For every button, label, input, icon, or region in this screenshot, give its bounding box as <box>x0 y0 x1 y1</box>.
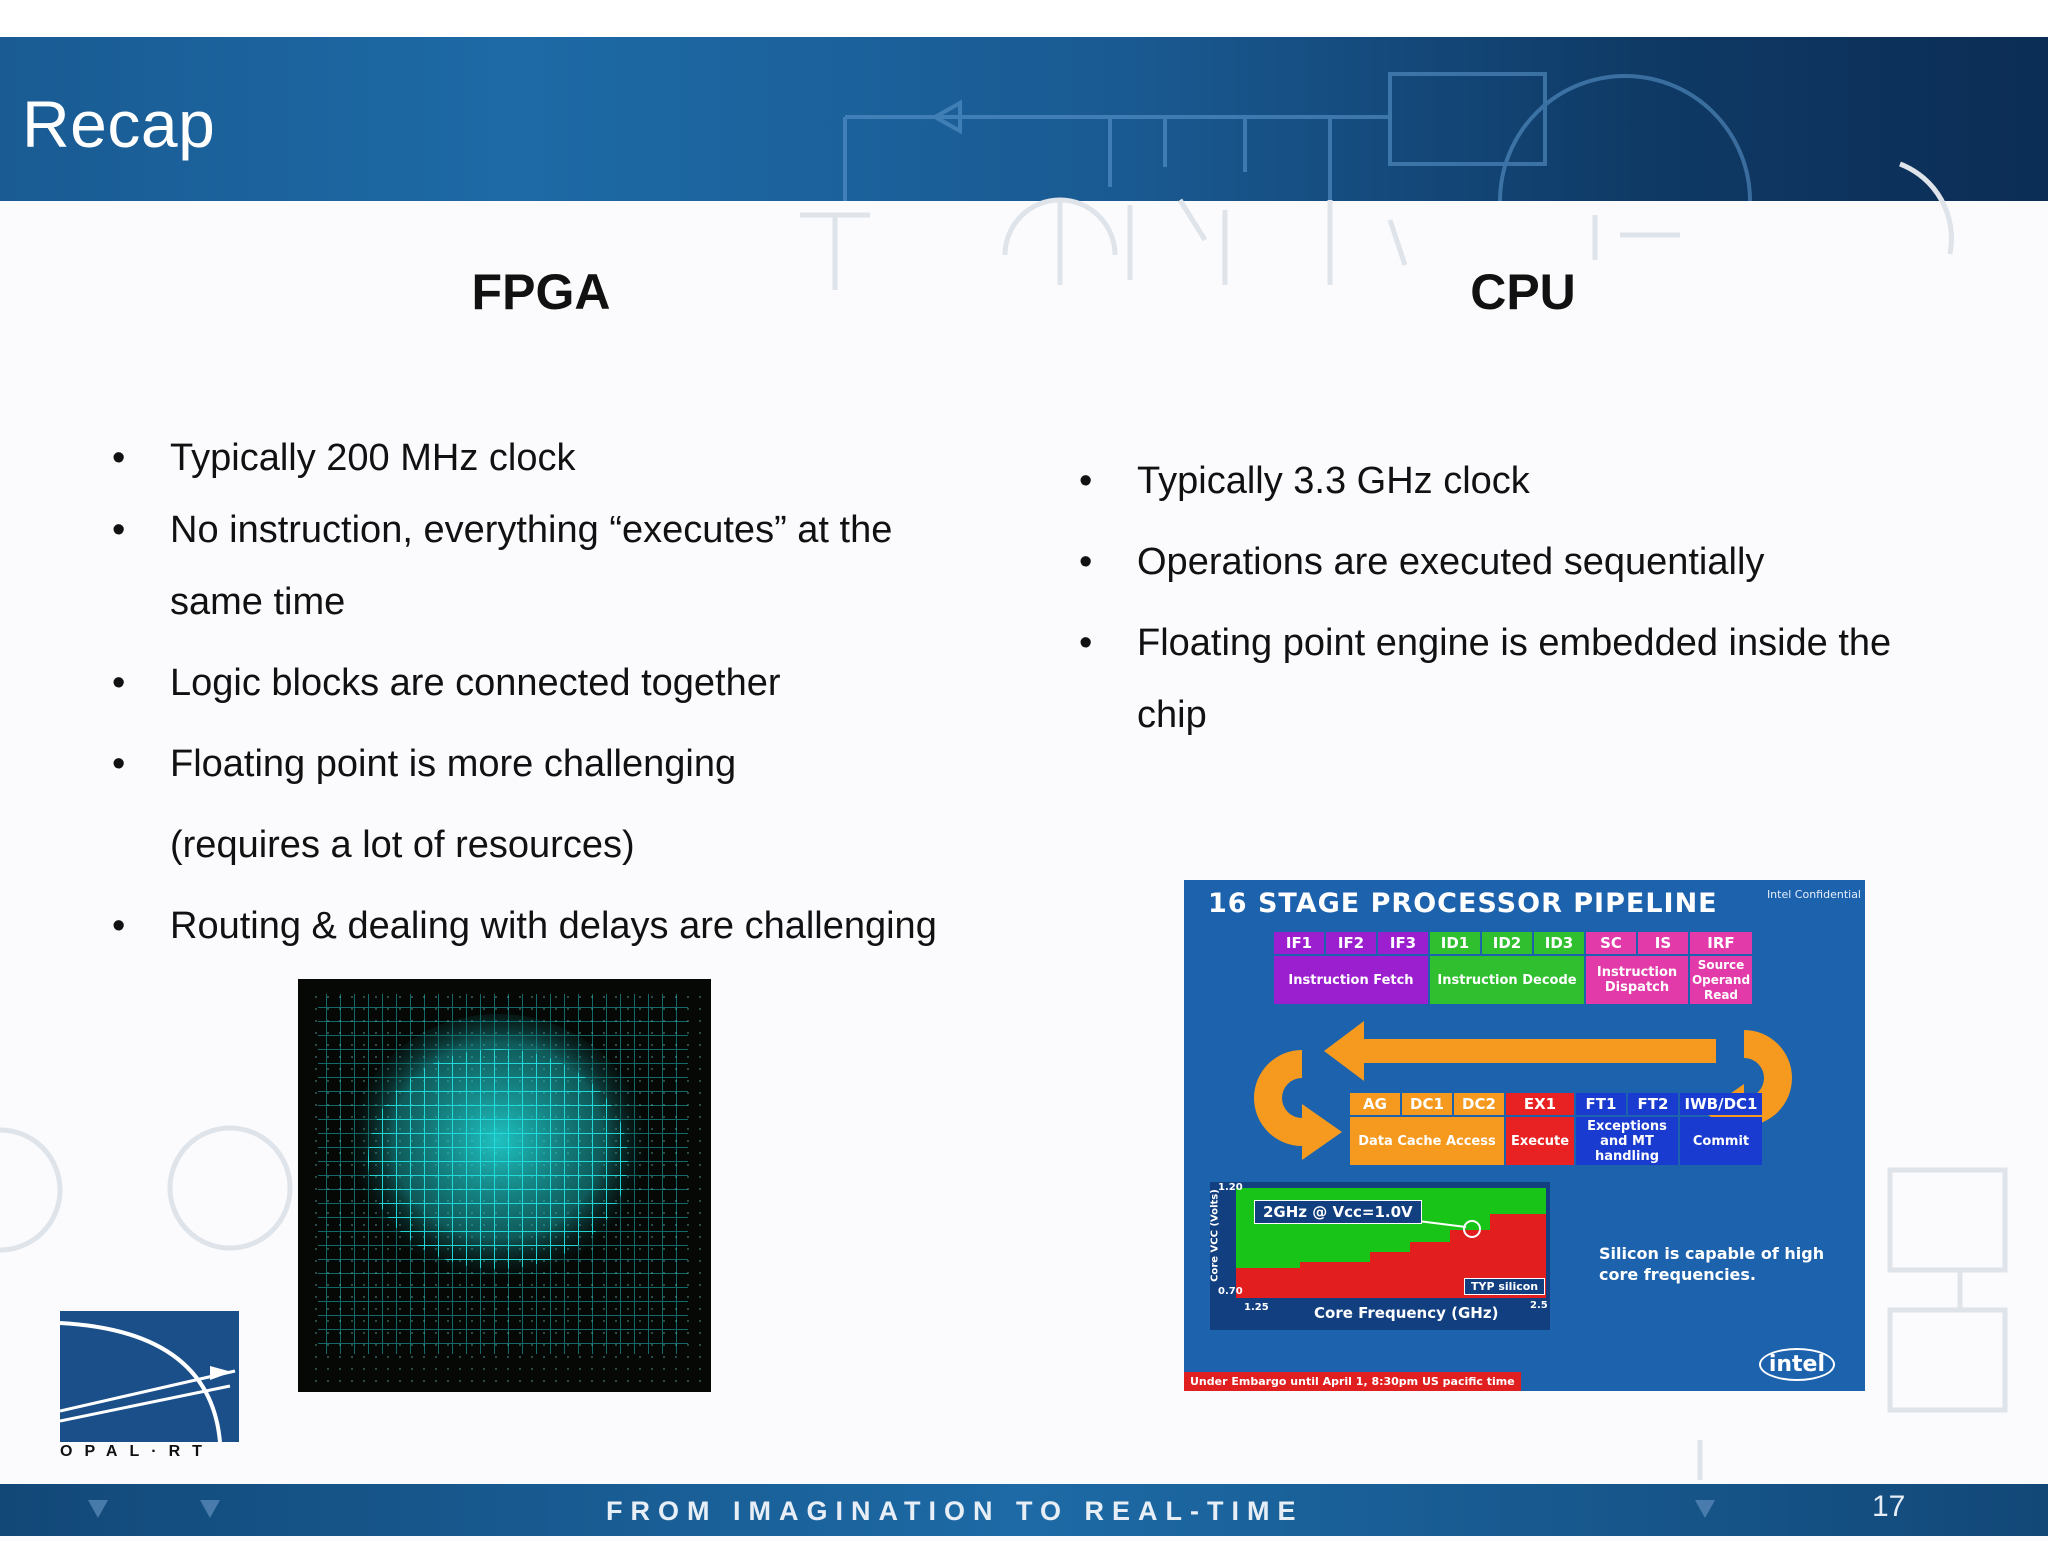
stage-id3: ID3 <box>1534 932 1584 954</box>
group-instruction-decode: Instruction Decode <box>1430 956 1584 1004</box>
group-data-cache-access: Data Cache Access <box>1350 1117 1504 1165</box>
y-bottom-tick: 0.70 <box>1218 1286 1243 1297</box>
list-item: •Floating point is more challenging(requ… <box>112 743 737 866</box>
group-execute: Execute <box>1506 1117 1574 1165</box>
pipeline-diagram-image: 16 STAGE PROCESSOR PIPELINE Intel Confid… <box>1184 880 1865 1391</box>
y-top-tick: 1.20 <box>1218 1182 1243 1193</box>
stage-if3: IF3 <box>1378 932 1428 954</box>
list-item: •Floating point engine is embedded insid… <box>1079 622 1892 736</box>
stage-sc: SC <box>1586 932 1636 954</box>
opal-rt-logo <box>59 1311 239 1443</box>
stage-if2: IF2 <box>1326 932 1376 954</box>
fpga-routing-image <box>298 979 711 1392</box>
stage-if1: IF1 <box>1274 932 1324 954</box>
stage-dc1: DC1 <box>1402 1093 1452 1115</box>
group-source-operand-read: Source Operand Read <box>1690 956 1752 1004</box>
stage-irf: IRF <box>1690 932 1752 954</box>
stage-dc2: DC2 <box>1454 1093 1504 1115</box>
stage-is: IS <box>1638 932 1688 954</box>
stage-id1: ID1 <box>1430 932 1480 954</box>
shmoo-plot: 2GHz @ Vcc=1.0V TYP silicon Core VCC (Vo… <box>1210 1182 1550 1330</box>
fpga-bullet-list: •Typically 200 MHz clock •No instruction… <box>112 422 1032 962</box>
page-number: 17 <box>1872 1490 1906 1523</box>
typ-silicon-label: TYP silicon <box>1464 1278 1546 1295</box>
freq-callout: 2GHz @ Vcc=1.0V <box>1254 1200 1422 1224</box>
title-bar: Recap <box>0 37 2048 201</box>
logo-wordmark: OPAL·RT <box>60 1443 214 1460</box>
stage-ft1: FT1 <box>1576 1093 1626 1115</box>
list-item: •Operations are executed sequentially <box>1079 541 1765 583</box>
header-circuit-art <box>843 72 1752 201</box>
group-exceptions: Exceptions and MT handling <box>1576 1117 1678 1165</box>
list-item: •Typically 200 MHz clock <box>112 437 576 479</box>
intel-logo: intel <box>1758 1348 1835 1381</box>
x-axis-label: Core Frequency (GHz) <box>1314 1304 1499 1322</box>
cpu-bullet-list: •Typically 3.3 GHz clock •Operations are… <box>1079 445 2009 751</box>
y-axis-label: Core VCC (Volts) <box>1209 1189 1221 1282</box>
x-left-tick: 1.25 <box>1244 1302 1269 1313</box>
x-right-tick: 2.5 <box>1530 1300 1548 1311</box>
embargo-banner: Under Embargo until April 1, 8:30pm US p… <box>1184 1372 1521 1391</box>
stage-iwb-dc1: IWB/DC1 <box>1680 1093 1762 1115</box>
footer-bar <box>0 1484 2048 1536</box>
stage-ag: AG <box>1350 1093 1400 1115</box>
stage-ex1: EX1 <box>1506 1093 1574 1115</box>
top-strip <box>0 0 2048 37</box>
silicon-note: Silicon is capable of high core frequenc… <box>1599 1244 1825 1284</box>
stage-id2: ID2 <box>1482 932 1532 954</box>
group-commit: Commit <box>1680 1117 1762 1165</box>
list-item: •Logic blocks are connected together <box>112 662 781 704</box>
list-item: •Routing & dealing with delays are chall… <box>112 905 937 947</box>
group-instruction-fetch: Instruction Fetch <box>1274 956 1428 1004</box>
pipeline-arrows <box>1254 1021 1792 1160</box>
list-item: •No instruction, everything “executes” a… <box>112 509 893 623</box>
slide-title: Recap <box>22 87 216 161</box>
fpga-heading: FPGA <box>471 264 611 320</box>
confidential-label: Intel Confidential <box>1766 888 1861 901</box>
stage-ft2: FT2 <box>1628 1093 1678 1115</box>
footer-tagline: FROM IMAGINATION TO REAL-TIME <box>606 1496 1304 1526</box>
group-instruction-dispatch: Instruction Dispatch <box>1586 956 1688 1004</box>
pipeline-title: 16 STAGE PROCESSOR PIPELINE <box>1208 888 1718 919</box>
list-item: •Typically 3.3 GHz clock <box>1079 460 1530 502</box>
cpu-heading: CPU <box>1470 264 1576 320</box>
